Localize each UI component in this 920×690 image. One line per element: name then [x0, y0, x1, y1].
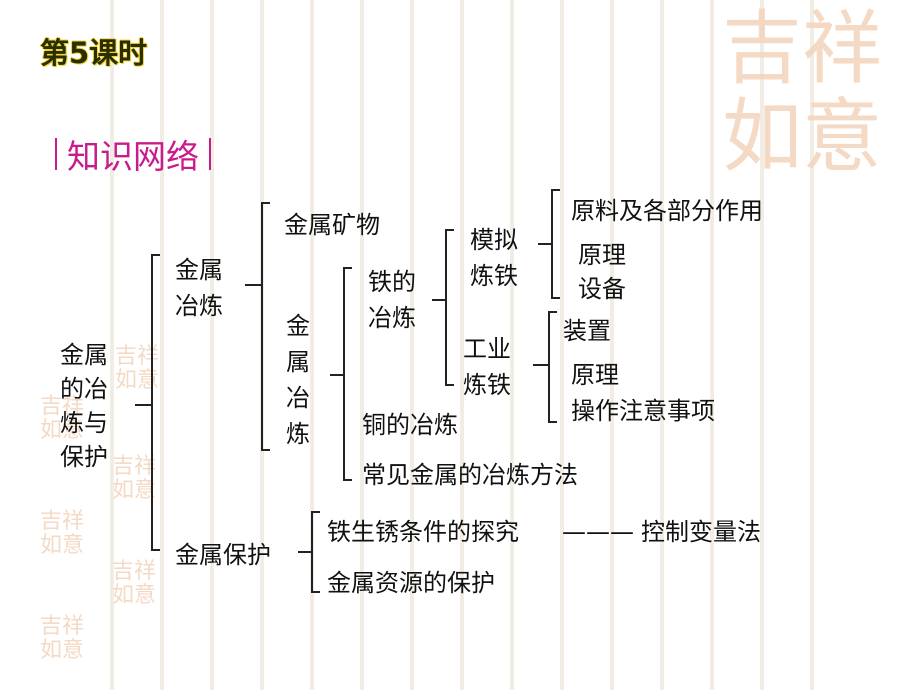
protection-bracket: [311, 511, 320, 593]
variable-control-node: 控制变量法: [641, 518, 761, 546]
bg-stripe: [160, 0, 164, 690]
bg-stripe: [210, 0, 214, 690]
ind-item-precautions: 操作注意事项: [571, 397, 715, 425]
root-node: 金属的冶炼与保护: [60, 341, 108, 471]
heading-bar-right: [209, 138, 211, 170]
metal-smelting-bracket: [343, 267, 352, 481]
heading-bar-left: [55, 138, 57, 170]
watermark-seal: 吉祥如意: [40, 614, 85, 663]
ind-item-apparatus: 装置: [563, 317, 611, 345]
bg-stripe: [510, 0, 514, 690]
bg-stripe: [760, 0, 764, 690]
bg-stripe: [460, 0, 464, 690]
lesson-title: 第5课时: [40, 36, 148, 70]
iron-bracket: [445, 229, 454, 386]
resource-protection-node: 金属资源的保护: [327, 569, 495, 597]
sim-bracket: [551, 189, 560, 299]
bg-stripe: [410, 0, 414, 690]
sim-item-principle: 原理: [578, 241, 626, 269]
rust-inquiry-node: 铁生锈条件的探究: [327, 518, 519, 546]
section-heading: 知识网络: [55, 130, 211, 178]
ind-item-principle: 原理: [571, 361, 619, 389]
industrial-iron-node: 工业炼铁: [463, 335, 511, 399]
protection-node: 金属保护: [175, 541, 271, 569]
metal-smelting-node: 金属冶炼: [286, 312, 310, 448]
bg-stripe: [310, 0, 314, 690]
sim-item-materials: 原料及各部分作用: [571, 197, 763, 225]
watermark-seal: 吉祥如意: [40, 509, 85, 558]
smelting-bracket: [261, 202, 270, 451]
smelting-node: 金属冶炼: [175, 256, 223, 320]
bg-stripe: [360, 0, 364, 690]
bg-stripe: [710, 0, 714, 690]
bg-stripe: [810, 0, 814, 690]
root-bracket: [151, 254, 160, 551]
sim-item-equipment: 设备: [578, 275, 626, 303]
section-heading-text: 知识网络: [67, 137, 199, 176]
copper-smelting-node: 铜的冶炼: [362, 411, 458, 439]
bg-stripe: [610, 0, 614, 690]
ind-bracket: [548, 311, 557, 423]
minerals-node: 金属矿物: [284, 211, 380, 239]
watermark-seal-large: 吉祥如意: [722, 2, 882, 183]
common-methods-node: 常见金属的冶炼方法: [362, 461, 578, 489]
watermark-seal: 吉祥如意: [112, 454, 157, 503]
simulated-iron-node: 模拟炼铁: [470, 226, 518, 290]
bg-stripe: [560, 0, 564, 690]
bg-stripe: [660, 0, 664, 690]
watermark-seal: 吉祥如意: [40, 394, 85, 443]
bg-stripe: [110, 0, 114, 690]
dash-connector: ———: [562, 518, 634, 546]
iron-smelting-node: 铁的冶炼: [368, 268, 416, 332]
watermark-seal: 吉祥如意: [112, 559, 157, 608]
